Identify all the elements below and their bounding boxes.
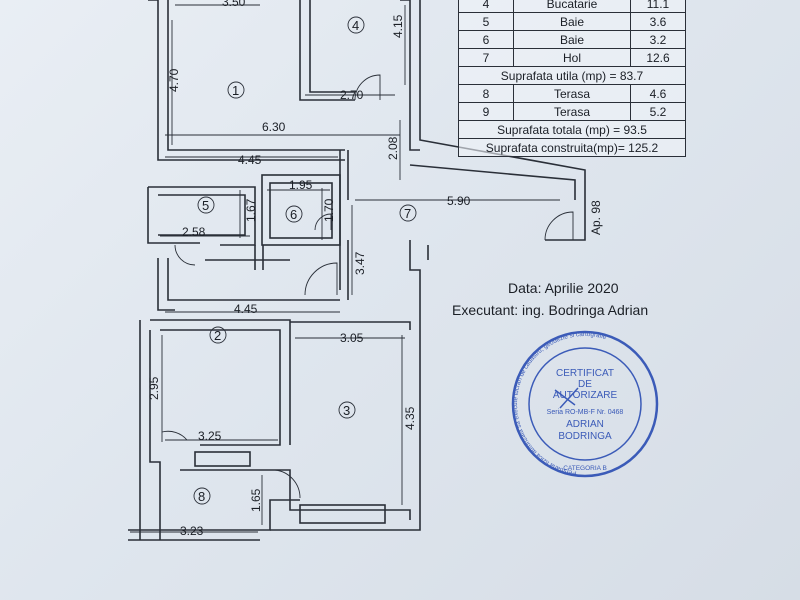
legend-cell-n: 8 — [458, 84, 514, 103]
stamp-line: CERTIFICAT — [556, 368, 614, 379]
dim-label: 4.15 — [391, 14, 405, 38]
legend-cell-name: Bucatarie — [513, 0, 631, 13]
dim-label: 3.50 — [222, 0, 246, 9]
legend-cell-n: 5 — [458, 12, 514, 31]
dim-label: 4.70 — [167, 68, 181, 92]
legend-cell-name: Baie — [513, 30, 631, 49]
dim-label: 2.95 — [147, 376, 161, 400]
room-markers: 1 4 5 6 7 2 3 8 — [193, 16, 417, 505]
dim-label: 4.35 — [403, 406, 417, 430]
executant-line: Executant: ing. Bodringa Adrian — [452, 302, 649, 318]
dim-label: 1.70 — [322, 198, 336, 222]
dim-label: 4.45 — [238, 153, 262, 167]
authorization-stamp: Persoana fizica autorizata sa execute lu… — [511, 330, 659, 478]
room-number: 8 — [198, 489, 205, 504]
legend-cell-name: Terasa — [513, 102, 631, 121]
stamp-name: ADRIAN — [566, 419, 604, 430]
legend-cell-name: Hol — [513, 48, 631, 67]
legend-cell-name: Terasa — [513, 84, 631, 103]
plan-info: Data: Aprilie 2020 Executant: ing. Bodri… — [452, 277, 648, 321]
legend-cell-v: 12.6 — [630, 48, 686, 67]
legend-cell-v: 11.1 — [630, 0, 686, 13]
dim-label: 3.05 — [340, 331, 364, 345]
date-line: Data: Aprilie 2020 — [508, 280, 619, 296]
doors — [161, 74, 574, 499]
dimension-labels: 3.50 4.15 4.70 2.70 6.30 2.08 4.45 1.95 … — [147, 0, 471, 538]
legend-summary-row: Suprafata utila (mp) = 83.7 — [458, 66, 686, 85]
legend-cell-n: 6 — [458, 30, 514, 49]
room-number: 4 — [352, 18, 359, 33]
legend-summary-row: Suprafata totala (mp) = 93.5 — [458, 120, 686, 139]
dim-label: 5.90 — [447, 194, 471, 208]
room-number: 7 — [404, 206, 411, 221]
dim-label: 2.58 — [182, 225, 206, 239]
walls — [128, 0, 586, 541]
dim-label: 1.67 — [244, 198, 258, 222]
legend-cell-n: 4 — [458, 0, 514, 13]
dim-label: 4.45 — [234, 302, 258, 316]
legend-summary: Suprafata totala (mp) = 93.5 — [458, 120, 686, 139]
apartment-label: Ap. 98 — [589, 200, 603, 235]
room-number: 2 — [214, 328, 221, 343]
legend-cell-n: 9 — [458, 102, 514, 121]
room-number: 5 — [202, 198, 209, 213]
legend-summary: Suprafata construita(mp)= 125.2 — [458, 138, 686, 157]
dim-label: 3.47 — [353, 251, 367, 275]
legend-summary: Suprafata utila (mp) = 83.7 — [458, 66, 686, 85]
stamp-serie: Seria RO-MB-F Nr. 0468 — [547, 409, 624, 416]
legend-cell-name: Baie — [513, 12, 631, 31]
legend-cell-v: 4.6 — [630, 84, 686, 103]
stamp-name: BODRINGA — [558, 431, 612, 442]
dim-label: 3.23 — [180, 524, 204, 538]
signature-mark — [554, 387, 579, 409]
legend-cell-v: 3.6 — [630, 12, 686, 31]
dimension-lines — [130, 4, 560, 533]
dim-label: 1.65 — [249, 488, 263, 512]
dim-label: 3.25 — [198, 429, 222, 443]
room-number: 1 — [232, 83, 239, 98]
legend-cell-v: 5.2 — [630, 102, 686, 121]
dim-label: 2.70 — [340, 88, 364, 102]
room-number: 6 — [290, 207, 297, 222]
legend-summary-row: Suprafata construita(mp)= 125.2 — [458, 138, 686, 157]
dim-label: 2.08 — [386, 136, 400, 160]
legend-cell-n: 7 — [458, 48, 514, 67]
room-number: 3 — [343, 403, 350, 418]
dim-label: 6.30 — [262, 120, 286, 134]
stamp-line: AUTORIZARE — [553, 390, 618, 401]
stamp-categoria: CATEGORIA B — [563, 465, 607, 472]
dim-label: 1.95 — [289, 178, 313, 192]
stamp-line: DE — [578, 379, 592, 390]
legend-cell-v: 3.2 — [630, 30, 686, 49]
